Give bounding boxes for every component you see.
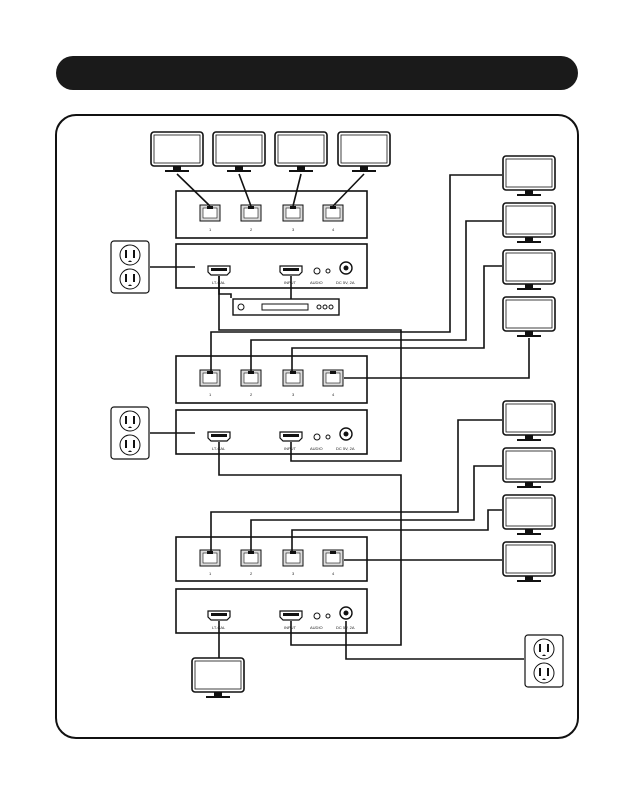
monitor-icon: [503, 250, 555, 290]
rj45-port-icon: [283, 370, 303, 386]
monitor-icon: [275, 132, 327, 172]
power-outlet-icon: [111, 241, 149, 293]
audio-label: AUDIO: [310, 280, 323, 285]
rj45-port-icon: [200, 205, 220, 221]
monitor-icon: [213, 132, 265, 172]
rj45-port-icon: [241, 370, 261, 386]
hdmi-port-icon: [280, 266, 302, 275]
rj45-port-icon: [323, 370, 343, 386]
rj45-port-icon: [200, 550, 220, 566]
rj45-port-icon: [241, 205, 261, 221]
rj45-port-icon: [200, 370, 220, 386]
rj45-port-icon: [323, 550, 343, 566]
monitor-icon: [192, 658, 244, 698]
audio-label: AUDIO: [310, 446, 323, 451]
monitor-icon: [151, 132, 203, 172]
monitor-icon: [503, 542, 555, 582]
power-label: DC 5V, 2A: [336, 446, 355, 451]
hdmi-port-icon: [208, 266, 230, 275]
power-outlet-icon: [111, 407, 149, 459]
monitor-icon: [503, 156, 555, 196]
hdmi-port-icon: [280, 611, 302, 620]
audio-label: AUDIO: [310, 625, 323, 630]
rj45-port-icon: [283, 550, 303, 566]
monitor-icon: [503, 401, 555, 441]
audio-jack-icon: [314, 268, 320, 274]
hdmi-port-icon: [280, 432, 302, 441]
hdmi-port-icon: [208, 432, 230, 441]
monitor-icon: [503, 448, 555, 488]
rj45-port-icon: [241, 550, 261, 566]
power-outlet-icon: [525, 635, 563, 687]
monitor-icon: [503, 495, 555, 535]
rj45-port-icon: [283, 205, 303, 221]
monitor-icon: [503, 297, 555, 337]
hdmi-port-icon: [208, 611, 230, 620]
monitor-icon: [338, 132, 390, 172]
power-label: DC 5V, 2A: [336, 280, 355, 285]
rj45-port-icon: [323, 205, 343, 221]
monitor-icon: [503, 203, 555, 243]
